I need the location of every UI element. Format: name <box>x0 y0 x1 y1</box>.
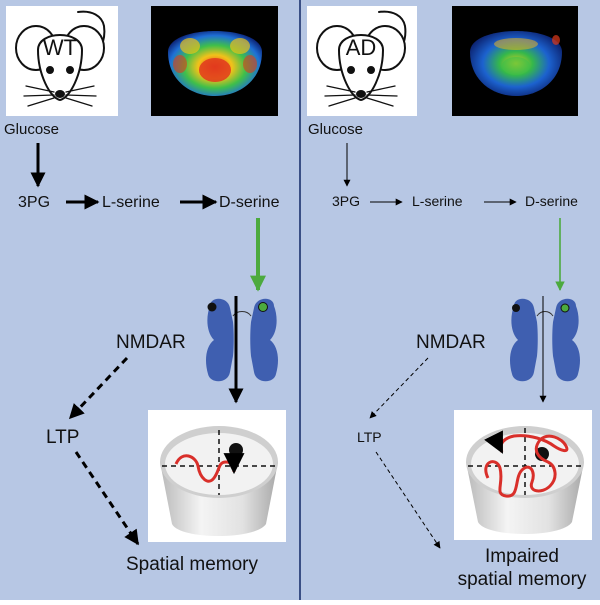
wt-mouse-label: WT <box>43 35 77 60</box>
brain-pet-scan-icon <box>470 31 562 96</box>
mouse-icon <box>316 10 407 107</box>
wt-outcome-label: Spatial memory <box>126 554 258 575</box>
wt-lserine-label: L-serine <box>102 194 160 211</box>
ad-glucose-label: Glucose <box>308 121 363 138</box>
panel-divider <box>299 0 301 600</box>
ad-arrow-ltp-memory <box>375 451 441 549</box>
morris-water-maze-icon <box>466 426 584 534</box>
ad-outcome-line1: Impaired <box>485 546 559 567</box>
ad-dserine-label: D-serine <box>525 193 578 209</box>
ad-lserine-label: L-serine <box>412 193 463 209</box>
wt-arrow-ltp-memory <box>74 451 140 546</box>
wt-ltp-label: LTP <box>46 427 79 448</box>
ad-outcome-line2: spatial memory <box>458 569 587 590</box>
nmda-receptor-icon <box>510 298 580 382</box>
wt-nmdar-label: NMDAR <box>116 332 186 353</box>
wt-arrow-nmdar-ltp <box>68 356 129 420</box>
wt-3pg-label: 3PG <box>18 194 50 211</box>
nmda-receptor-icon <box>206 298 278 382</box>
ad-mouse-label: AD <box>346 35 377 60</box>
ad-nmdar-label: NMDAR <box>416 332 486 353</box>
morris-water-maze-icon <box>160 426 278 536</box>
ad-3pg-label: 3PG <box>332 193 360 209</box>
mouse-icon <box>15 10 106 107</box>
brain-pet-scan-icon <box>168 31 262 96</box>
ad-ltp-label: LTP <box>357 429 382 445</box>
wt-dserine-label: D-serine <box>219 194 280 211</box>
wt-glucose-label: Glucose <box>4 121 59 138</box>
